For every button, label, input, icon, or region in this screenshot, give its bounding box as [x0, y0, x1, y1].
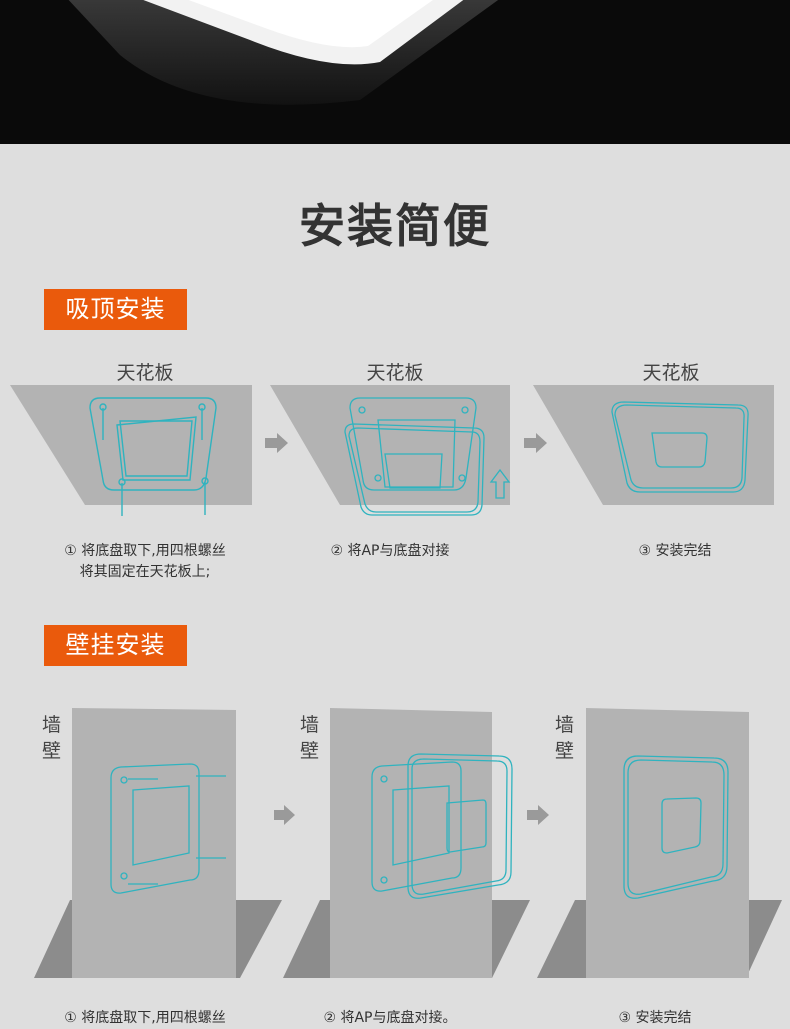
right-arrow-icon — [527, 805, 549, 825]
wall-surface — [330, 708, 492, 978]
wall-surface — [72, 708, 236, 978]
wall-step-1: ① 将底盘取下,用四根螺丝 — [40, 1008, 250, 1029]
wall-surface — [586, 708, 749, 978]
right-arrow-icon — [274, 805, 295, 825]
wall-step-2: ② 将AP与底盘对接。 — [300, 1008, 480, 1029]
wall-step-3: ③ 安装完结 — [580, 1008, 730, 1029]
